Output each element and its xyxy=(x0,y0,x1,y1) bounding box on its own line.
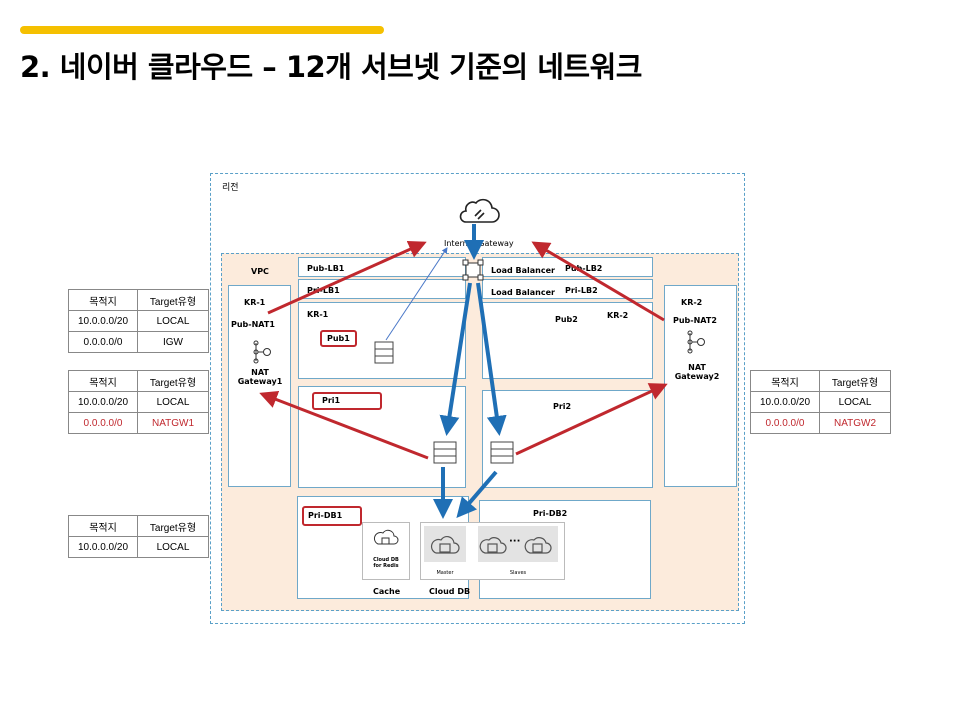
rt-cell: 0.0.0.0/0 xyxy=(750,412,820,434)
pub1-badge xyxy=(320,330,357,347)
redis-label: Cloud DB for Redis xyxy=(373,557,399,569)
nat-gateway1-icon xyxy=(253,340,271,364)
arrow-pri2-to-db xyxy=(456,470,498,519)
cache-label: Cache xyxy=(373,587,401,596)
nat-gateway2-icon xyxy=(687,330,705,354)
rt-cell: NATGW1 xyxy=(137,412,209,434)
kr2-nat-zone-label: KR-2 xyxy=(681,298,703,307)
rt-cell: IGW xyxy=(137,331,209,353)
pri-db1-label: Pri-DB1 xyxy=(308,511,343,520)
nat-gateway1-label: NAT Gateway1 xyxy=(237,368,283,386)
nat-gateway2-label: NAT Gateway2 xyxy=(674,363,720,381)
load-balancer-2-label: Load Balancer xyxy=(491,288,555,297)
arrow-pub1-to-igw xyxy=(385,247,448,341)
pri1-badge xyxy=(312,392,382,410)
slave-db-icon xyxy=(524,537,552,554)
pri-db1-badge xyxy=(302,506,362,526)
master-label: Master xyxy=(436,570,454,576)
pub2-label: Pub2 xyxy=(555,315,578,324)
server-icon-pri2 xyxy=(490,441,514,464)
page-title: 2. 네이버 클라우드 – 12개 서브넷 기준의 네트워크 xyxy=(20,50,642,84)
pri2-label: Pri2 xyxy=(553,402,572,411)
pri-db2-label: Pri-DB2 xyxy=(533,509,568,518)
load-balancer-icon xyxy=(462,259,484,281)
arrow-lb-to-pri2 xyxy=(476,282,507,436)
pub-nat2-label: Pub-NAT2 xyxy=(673,316,717,325)
cloud-db-label: Cloud DB xyxy=(429,587,471,596)
pri-lb1-label: Pri-LB1 xyxy=(307,286,340,295)
pub-lb2-label: Pub-LB2 xyxy=(565,264,603,273)
pri2-subnet xyxy=(482,390,653,488)
server-icon-pri1 xyxy=(433,441,457,464)
arrow-pubnat1-to-igw xyxy=(267,240,427,315)
pub-lb1-label: Pub-LB1 xyxy=(307,264,345,273)
slave-db-icon xyxy=(479,537,507,554)
kr1-label: KR-1 xyxy=(307,310,329,319)
region-box xyxy=(210,173,745,624)
slaves-ellipsis: ··· xyxy=(509,536,521,547)
arrow-pri1-to-nat1 xyxy=(259,390,429,460)
redis-icon xyxy=(373,529,399,545)
pri-lb2-subnet xyxy=(482,279,653,299)
cloud-icon xyxy=(459,198,500,223)
title-accent-bar xyxy=(20,26,384,34)
rt-cell: LOCAL xyxy=(137,536,209,558)
kr2-label: KR-2 xyxy=(607,311,629,320)
pub1-label: Pub1 xyxy=(327,334,350,343)
arrow-lb-to-pri1 xyxy=(439,282,472,436)
server-icon-pub1 xyxy=(374,341,394,364)
arrow-pri2-to-nat2 xyxy=(515,383,668,456)
vpc-label: VPC xyxy=(251,267,269,276)
arrow-pubnat2-to-igw xyxy=(531,241,665,322)
redis-box xyxy=(362,522,410,580)
region-label: 리전 xyxy=(222,183,239,193)
load-balancer-1-label: Load Balancer xyxy=(491,266,555,275)
pri1-label: Pri1 xyxy=(322,396,341,405)
pub2-subnet xyxy=(482,302,653,379)
kr1-nat-zone xyxy=(228,285,291,487)
kr1-nat-zone-label: KR-1 xyxy=(244,298,266,307)
slaves-label: Slaves xyxy=(509,570,527,576)
pri-lb1-subnet xyxy=(298,279,466,299)
pub-nat1-label: Pub-NAT1 xyxy=(231,320,275,329)
pub-lb2-subnet xyxy=(482,257,653,277)
kr2-nat-zone xyxy=(664,285,737,487)
master-db-icon xyxy=(430,535,460,554)
pri-lb2-label: Pri-LB2 xyxy=(565,286,598,295)
rt-cell: NATGW2 xyxy=(819,412,891,434)
